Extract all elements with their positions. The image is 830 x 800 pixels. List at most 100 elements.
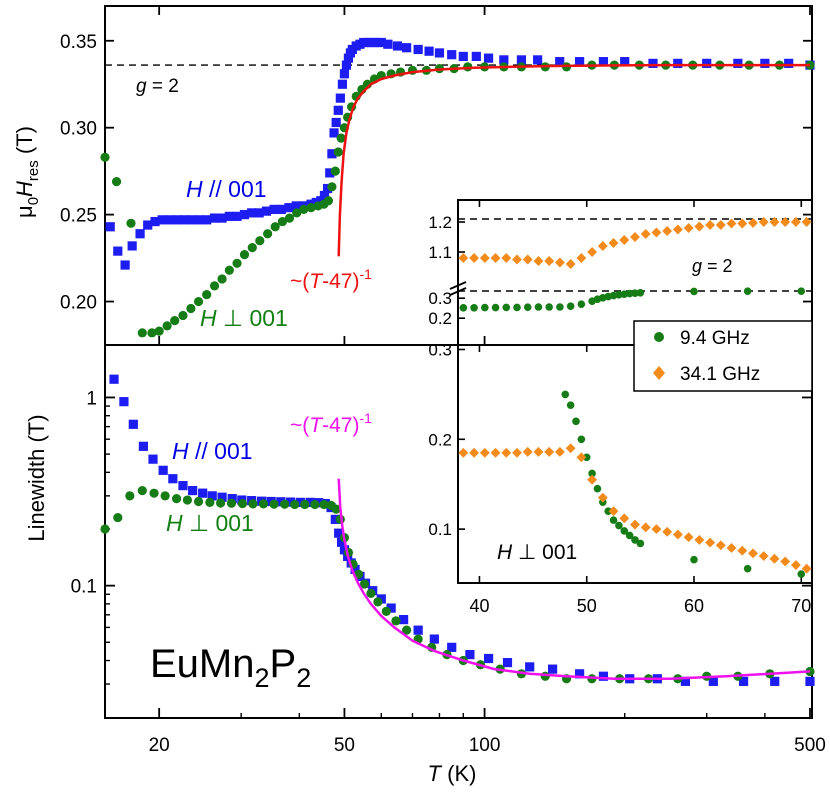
top-y-tick-label: 0.25: [60, 206, 97, 227]
inset-H-perp-label: H ⊥ 001: [497, 541, 577, 564]
bottom-series-1-point: [359, 579, 370, 589]
top-series-0-point: [202, 215, 212, 225]
top-fit-label: ~(T-47)-1: [290, 266, 372, 293]
inset-axis-break-mark: [449, 287, 467, 296]
inset-top-series-1-point: [737, 218, 748, 229]
top-series-1-point: [217, 274, 227, 284]
inset-bottom-series-0-point: [636, 539, 645, 548]
bottom-series-1-point: [391, 616, 401, 626]
top-series-0-point: [135, 229, 145, 239]
inset-top-y-tick-label: 0.3: [428, 289, 452, 308]
top-series-1-point: [247, 243, 257, 253]
inset-top-series-0-point: [470, 304, 478, 312]
top-series-0-point: [284, 203, 294, 213]
bottom-series-1-point: [171, 494, 182, 504]
inset-top-series-1-point: [640, 229, 651, 239]
legend: 9.4 GHz 34.1 GHz: [633, 320, 813, 392]
inset-x-tick-label: 60: [684, 596, 704, 616]
inset-bottom-series-1-point: [630, 519, 640, 530]
inset-bottom-series-0-point: [690, 555, 698, 564]
bottom-series-0-point: [295, 497, 305, 507]
top-y-tick-label: 0.20: [60, 293, 97, 314]
inset-top-y-tick-label: 1.2: [428, 213, 452, 232]
inset-bottom-series-0-point: [604, 507, 612, 515]
bottom-series-1-point: [280, 499, 290, 509]
inset-top-y-tick-label: 0.2: [428, 309, 452, 328]
top-series-0-point: [105, 222, 115, 232]
top-series-0-point: [784, 58, 794, 68]
top-series-1-point: [299, 204, 309, 214]
inset-top-series-1-point: [522, 254, 533, 265]
top-series-1-point: [263, 229, 273, 239]
top-series-0-point: [483, 53, 494, 63]
legend-box: [633, 320, 813, 392]
top-series-0-point: [247, 208, 257, 218]
inset-bottom-series-1-point: [651, 524, 662, 535]
bottom-series-0-point: [770, 676, 780, 686]
inset-top-series-0-point: [690, 287, 698, 296]
inset-bottom-y-tick-label: 0.1: [428, 520, 452, 539]
top-series-0-point: [555, 57, 565, 67]
bottom-fit-label: ~(T-47)-1: [290, 410, 372, 437]
top-series-0-point: [269, 204, 279, 214]
top-series-0-point: [180, 215, 190, 225]
inset-top-series-1-point: [576, 253, 587, 263]
inset-top-series-0-point: [797, 287, 806, 296]
bottom-series-0-point: [502, 657, 513, 668]
inset-bottom-series-1-point: [565, 443, 576, 454]
bottom-series-1-point: [125, 491, 135, 501]
bottom-series-0-point: [738, 676, 749, 686]
inset-bottom-series-0-point: [593, 484, 602, 493]
compound-label: EuMn2P2: [150, 642, 311, 693]
bottom-series-0-point: [158, 465, 168, 475]
top-series-1-point: [193, 296, 204, 307]
top-series-0-point: [291, 201, 301, 211]
top-series-0-point: [120, 260, 130, 270]
top-series-0-point: [261, 206, 272, 216]
top-H-perp-label: H ⊥ 001: [200, 305, 288, 331]
inset-bottom-series-0-point: [743, 564, 752, 573]
inset-bottom-series-1-point: [726, 543, 737, 553]
inset-x-tick-label: 40: [469, 596, 489, 616]
x-tick-label: 500: [794, 735, 826, 756]
inset-top-series-0-point: [534, 303, 543, 311]
top-series-0-point: [516, 55, 527, 65]
top-plot: 0.200.250.300.35: [60, 6, 815, 345]
bottom-series-0-point: [198, 488, 208, 498]
inset-top-series-1-point: [608, 238, 619, 248]
inset-top-series-1-point: [758, 217, 769, 227]
top-series-0-point: [620, 57, 630, 67]
top-series-0-point: [319, 190, 330, 201]
inset-bottom-series-1-point: [694, 534, 705, 545]
top-series-1-point: [327, 182, 337, 192]
bottom-series-0-point: [447, 642, 457, 652]
inset-bottom-series-1-point: [758, 551, 769, 561]
top-series-0-point: [499, 55, 509, 65]
inset-bottom-series-1-point: [469, 447, 480, 458]
bottom-series-0-point: [217, 492, 227, 502]
bottom-series-1-point: [205, 497, 215, 507]
top-series-0-point: [648, 58, 658, 68]
bottom-series-0-point: [805, 676, 815, 686]
bottom-series-0-point: [138, 441, 148, 451]
inset-bottom-series-0-point: [625, 531, 634, 540]
top-series-0-point: [172, 215, 183, 225]
inset-bottom-series-0-point: [620, 527, 629, 535]
top-series-0-point: [322, 183, 333, 194]
inset-bottom-series-1-point: [801, 563, 812, 574]
top-series-1-point: [277, 216, 288, 227]
inset-top-series-0-point: [566, 302, 575, 311]
bottom-y-tick-label: 1: [86, 388, 97, 409]
inset-top-series-1-point: [512, 254, 522, 265]
bottom-y-axis-title: Linewidth (T): [24, 414, 49, 541]
top-series-1-point: [306, 203, 316, 213]
inset-bottom-series-0-point: [615, 521, 623, 530]
top-series-1-point: [137, 328, 147, 338]
top-series-0-point: [143, 220, 153, 230]
bottom-series-0-point: [227, 494, 237, 504]
top-y-tick-label: 0.35: [60, 32, 97, 53]
top-series-1-point: [333, 147, 343, 157]
top-series-0-point: [392, 41, 403, 51]
inset-top-series-1-point: [801, 217, 812, 227]
bottom-series-0-point: [525, 662, 535, 672]
